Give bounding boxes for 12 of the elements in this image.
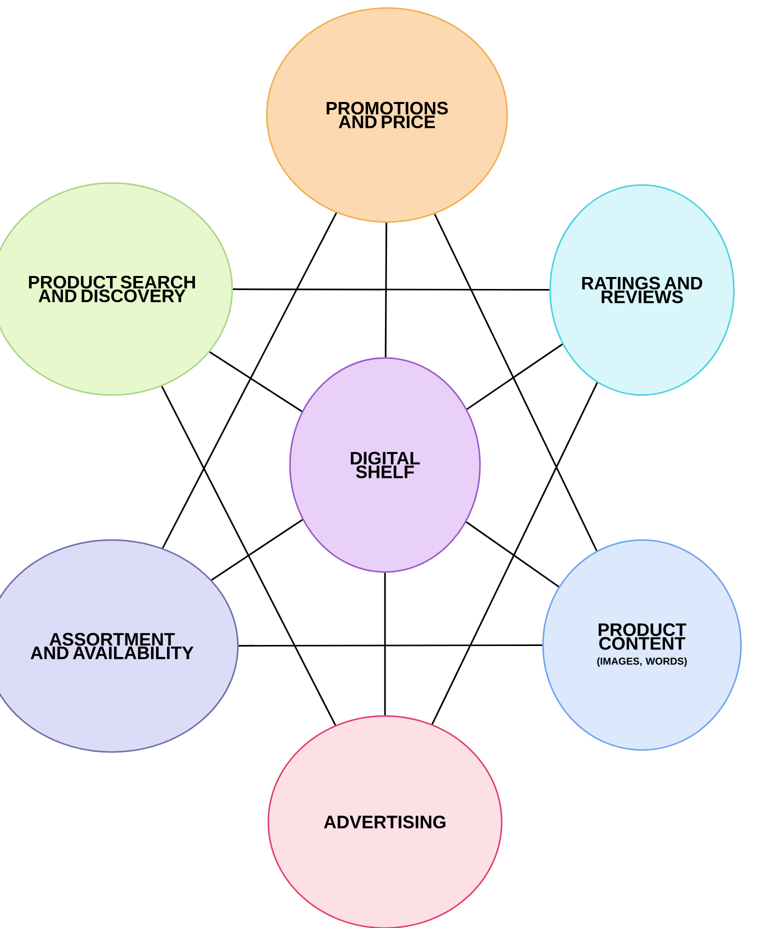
connector-line <box>384 572 386 716</box>
connector-line <box>209 351 302 412</box>
connector-line <box>162 212 338 549</box>
connector-line <box>432 382 598 725</box>
connector-line <box>211 519 303 581</box>
connector-line <box>466 521 560 588</box>
connector-line <box>434 214 598 552</box>
connector-line <box>238 644 542 647</box>
connector-line <box>384 222 388 358</box>
connector-line <box>161 386 336 726</box>
connector-line <box>466 344 563 410</box>
connector-line <box>232 288 550 291</box>
